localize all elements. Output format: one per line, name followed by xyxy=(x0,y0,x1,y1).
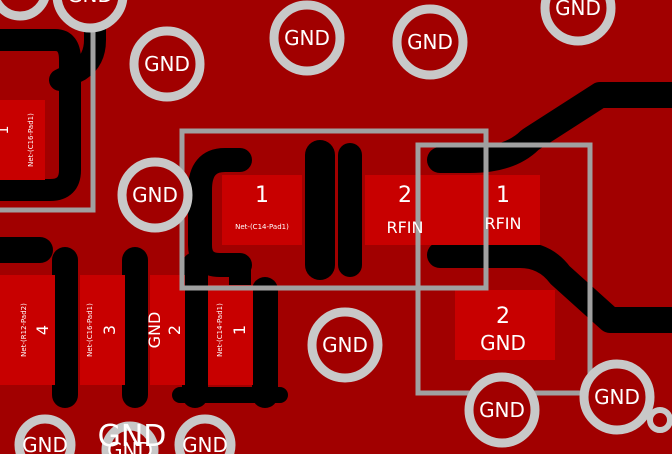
gnd-via[interactable] xyxy=(647,407,672,433)
c14-pad2-net: RFIN xyxy=(386,218,423,237)
gnd-via[interactable]: GND xyxy=(579,359,655,435)
via-hole xyxy=(401,13,459,71)
gnd-via[interactable]: GND xyxy=(14,414,76,454)
gnd-via[interactable]: GND xyxy=(464,372,540,448)
rf-pad2[interactable] xyxy=(455,290,555,360)
via-ring xyxy=(392,4,468,80)
via-hole xyxy=(588,368,646,426)
c14-pad1-number: 1 xyxy=(255,183,269,208)
via-hole xyxy=(126,166,184,224)
via-label: GND xyxy=(407,30,453,54)
gnd-zone-label: GND xyxy=(98,419,167,454)
via-label: GND xyxy=(107,438,153,454)
via-ring xyxy=(14,414,76,454)
via-label: GND xyxy=(182,433,228,454)
via-label: GND xyxy=(322,333,368,357)
rf-pad1-number: 1 xyxy=(496,183,510,208)
rf-pad1[interactable] xyxy=(440,175,540,245)
row-pad3-number: 3 xyxy=(100,325,119,335)
rf-pad2-number: 2 xyxy=(496,304,510,329)
via-ring xyxy=(0,0,49,21)
gnd-via[interactable]: GND xyxy=(269,0,345,76)
via-label: GND xyxy=(22,433,68,454)
via-label: GND xyxy=(284,26,330,50)
gnd-via[interactable]: GND xyxy=(392,4,468,80)
via-label: GND xyxy=(67,0,113,7)
gnd-via[interactable]: GND xyxy=(174,414,236,454)
c14-pad1-net: Net-(C14-Pad1) xyxy=(235,223,289,231)
via-hole xyxy=(473,381,531,439)
row-pad3[interactable] xyxy=(80,275,125,385)
c14-pad2-number: 2 xyxy=(398,183,412,208)
gnd-via[interactable]: GND xyxy=(101,421,159,454)
row-pad2-number: 2 xyxy=(165,325,184,335)
c14-pad2[interactable] xyxy=(365,175,440,245)
via-label: GND xyxy=(479,398,525,422)
row-pad1-net: Net-(C14-Pad1) xyxy=(216,303,224,357)
via-label: GND xyxy=(144,52,190,76)
row-pad4[interactable] xyxy=(0,275,55,385)
corner-pad-number: 1 xyxy=(0,126,12,135)
via-ring xyxy=(647,407,672,433)
gnd-via[interactable]: GND xyxy=(52,0,128,33)
via-hole xyxy=(654,414,666,426)
gnd-via[interactable]: GND xyxy=(540,0,616,46)
via-ring xyxy=(52,0,128,33)
via-label: GND xyxy=(555,0,601,20)
gnd-via[interactable]: GND xyxy=(0,0,49,21)
row-pad2-net: GND xyxy=(145,312,164,349)
rf-pad1-net: RFIN xyxy=(484,214,521,233)
row-pad4-number: 4 xyxy=(33,325,52,335)
via-hole xyxy=(0,0,40,12)
via-hole xyxy=(549,0,607,37)
via-ring xyxy=(174,414,236,454)
via-hole xyxy=(138,35,196,93)
via-hole xyxy=(316,316,374,374)
via-ring xyxy=(129,26,205,102)
via-label: GND xyxy=(0,0,43,2)
via-ring xyxy=(540,0,616,46)
gnd-via[interactable]: GND xyxy=(117,157,193,233)
row-pad4-net: Net-(R12-Pad2) xyxy=(20,303,28,357)
c16-pad-net: Net-(C16-Pad1) xyxy=(27,113,35,167)
via-hole xyxy=(110,430,150,454)
row-pad1-number: 1 xyxy=(230,325,249,335)
gnd-via[interactable]: GND xyxy=(307,307,383,383)
row-pad3-net: Net-(C16-Pad1) xyxy=(86,303,94,357)
via-label: GND xyxy=(594,385,640,409)
row-pad1[interactable] xyxy=(208,285,253,385)
via-label: GND xyxy=(132,183,178,207)
pads xyxy=(0,100,555,385)
via-ring xyxy=(101,421,159,454)
via-ring xyxy=(307,307,383,383)
via-hole xyxy=(278,9,336,67)
via-ring xyxy=(269,0,345,76)
via-ring xyxy=(117,157,193,233)
via-hole xyxy=(183,423,227,454)
via-ring xyxy=(579,359,655,435)
row-pad2[interactable] xyxy=(150,275,185,385)
gnd-via[interactable]: GND xyxy=(129,26,205,102)
via-hole xyxy=(23,423,67,454)
c14-pad1[interactable] xyxy=(222,175,302,245)
via-hole xyxy=(61,0,119,24)
c16-pad[interactable] xyxy=(0,100,45,180)
rf-pad2-net: GND xyxy=(480,331,526,355)
left-courtyard xyxy=(0,0,96,213)
via-ring xyxy=(464,372,540,448)
